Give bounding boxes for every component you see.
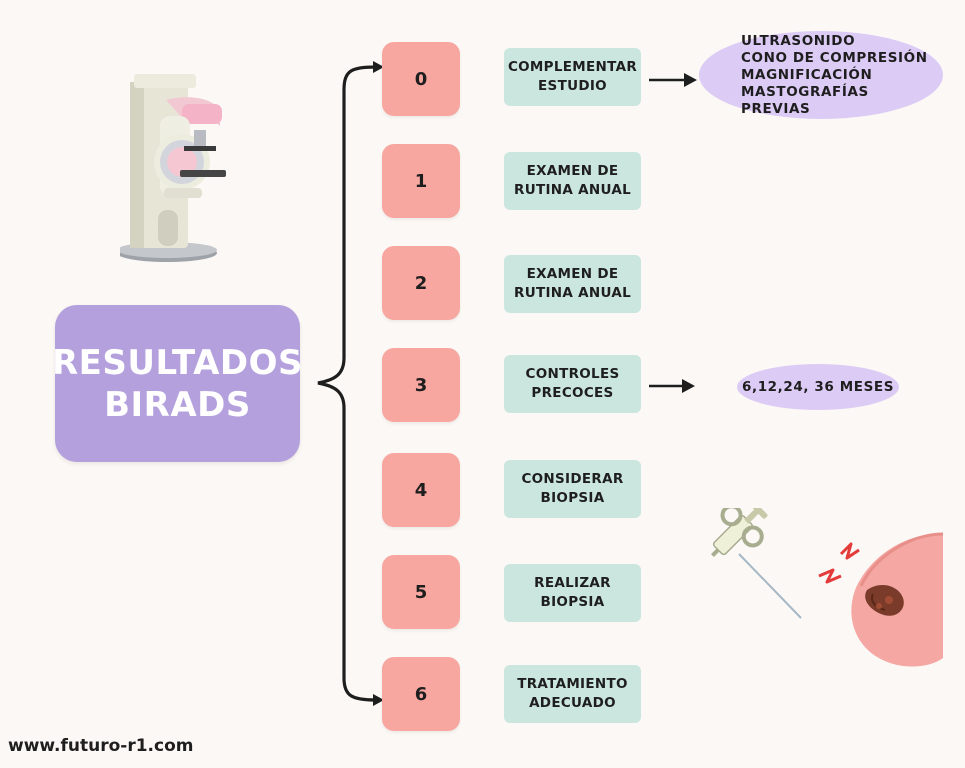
biopsy-needle-icon — [711, 508, 802, 619]
bracket-connector — [317, 65, 378, 702]
study-item-3: MAGNIFICACIÓN — [741, 66, 873, 83]
birads-category-6: 6 — [382, 657, 460, 731]
birads-category-3: 3 — [382, 348, 460, 422]
action-6-line-2: ADECUADO — [529, 695, 616, 711]
followup-intervals-text: 6,12,24, 36 MESES — [741, 378, 895, 395]
study-item-2: CONO DE COMPRESIÓN — [741, 49, 928, 66]
action-6-line-1: TRATAMIENTO — [517, 676, 628, 692]
birads-category-2: 2 — [382, 246, 460, 320]
action-2-line-2: RUTINA ANUAL — [514, 285, 631, 301]
action-4-line-1: CONSIDERAR — [521, 471, 624, 487]
action-3-line-1: CONTROLES — [525, 366, 620, 382]
action-box-4: CONSIDERAR BIOPSIA — [504, 460, 641, 518]
action-box-0: COMPLEMENTAR ESTUDIO — [504, 48, 641, 106]
mammography-machine-icon — [120, 74, 226, 262]
action-4-line-2: BIOPSIA — [540, 490, 605, 506]
action-5-line-1: REALIZAR — [534, 575, 611, 591]
action-0-line-2: ESTUDIO — [538, 78, 607, 94]
action-box-5: REALIZAR BIOPSIA — [504, 564, 641, 622]
website-url: www.futuro-r1.com — [8, 736, 194, 756]
birads-category-5: 5 — [382, 555, 460, 629]
action-0-line-1: COMPLEMENTAR — [507, 59, 638, 75]
action-1-line-1: EXAMEN DE — [526, 163, 619, 179]
study-item-4: MASTOGRAFÍAS PREVIAS — [741, 83, 869, 117]
followup-intervals-oval: 6,12,24, 36 MESES — [737, 364, 899, 410]
action-box-3: CONTROLES PRECOCES — [504, 355, 641, 413]
arrow-to-intervals — [649, 379, 695, 393]
birads-category-4: 4 — [382, 453, 460, 527]
birads-title-box: RESULTADOS BIRADS — [51, 305, 304, 462]
birads-category-0: 0 — [382, 42, 460, 116]
title-line-1: RESULTADOS — [51, 342, 304, 383]
birads-category-1: 1 — [382, 144, 460, 218]
study-item-1: ULTRASONIDO — [741, 32, 856, 49]
action-box-6: TRATAMIENTO ADECUADO — [504, 665, 641, 723]
arrow-to-studies — [649, 73, 697, 87]
action-2-line-1: EXAMEN DE — [526, 266, 619, 282]
complementary-studies-oval: ULTRASONIDO CONO DE COMPRESIÓN MAGNIFICA… — [699, 31, 943, 119]
bracket-arrowhead-top — [373, 61, 384, 73]
action-box-2: EXAMEN DE RUTINA ANUAL — [504, 255, 641, 313]
breast-lump-icon — [818, 532, 944, 667]
title-line-2: BIRADS — [104, 384, 251, 425]
bracket-arrowhead-bottom — [373, 694, 384, 706]
action-box-1: EXAMEN DE RUTINA ANUAL — [504, 152, 641, 210]
action-5-line-2: BIOPSIA — [540, 594, 605, 610]
action-3-line-2: PRECOCES — [531, 385, 614, 401]
action-1-line-2: RUTINA ANUAL — [514, 182, 631, 198]
